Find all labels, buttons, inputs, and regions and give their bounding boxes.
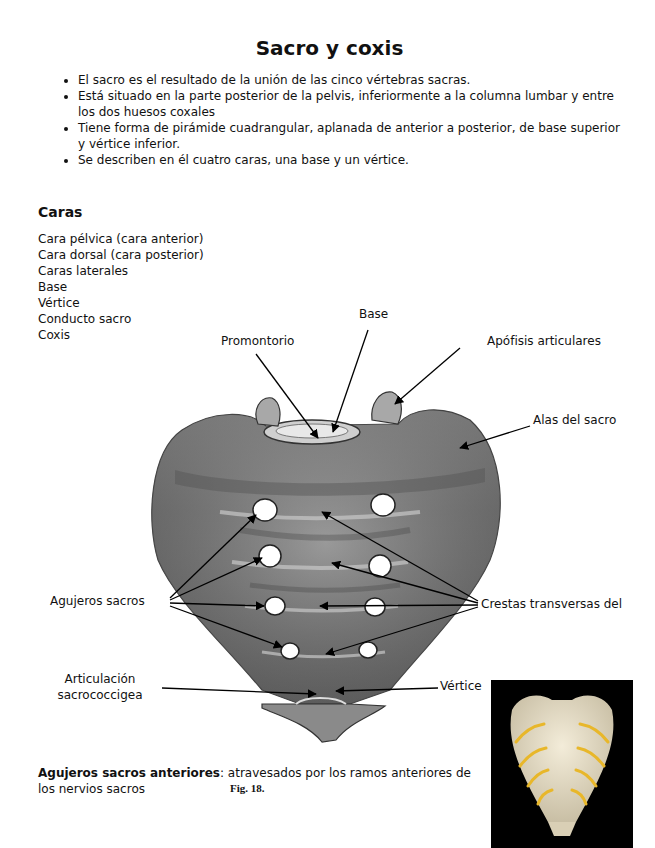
bullet-text: El sacro es el resultado de la unión de … [78, 72, 623, 88]
bullet-text: Tiene forma de pirámide cuadrangular, ap… [78, 120, 623, 152]
part-label: Apófisis articulares [487, 333, 647, 349]
list-item: Cara pélvica (cara anterior) [38, 231, 298, 247]
part-label: Agujeros sacros [50, 593, 168, 609]
leader-lines [162, 330, 530, 694]
list-item: Base [38, 279, 298, 295]
list-item: Vértice [38, 295, 298, 311]
bullet-list: El sacro es el resultado de la unión de … [60, 72, 623, 168]
part-label: Alas del sacro [533, 412, 651, 428]
list-item: Caras laterales [38, 263, 298, 279]
bullet-text: Está situado en la parte posterior de la… [78, 88, 623, 120]
list-item: Conducto sacro [38, 311, 298, 327]
part-label: Articulación sacrococcigea [38, 671, 162, 703]
note-term: Agujeros sacros anteriores [38, 766, 220, 780]
list-item: Cara dorsal (cara posterior) [38, 247, 298, 263]
figure-number: Fig. 18. [230, 780, 290, 796]
section-heading: Caras [38, 204, 238, 220]
caption-note: Agujeros sacros anteriores: atravesados … [38, 765, 485, 797]
part-label: Promontorio [221, 333, 331, 349]
part-label: Crestas transversas del [481, 596, 651, 612]
page-title: Sacro y coxis [2, 36, 655, 60]
part-label: Base [359, 306, 419, 322]
bullet-text: Se describen en él cuatro caras, una bas… [78, 152, 623, 168]
sacrum-photo [491, 680, 633, 848]
part-label: Vértice [440, 678, 490, 694]
sacrum-drawing [152, 392, 500, 742]
